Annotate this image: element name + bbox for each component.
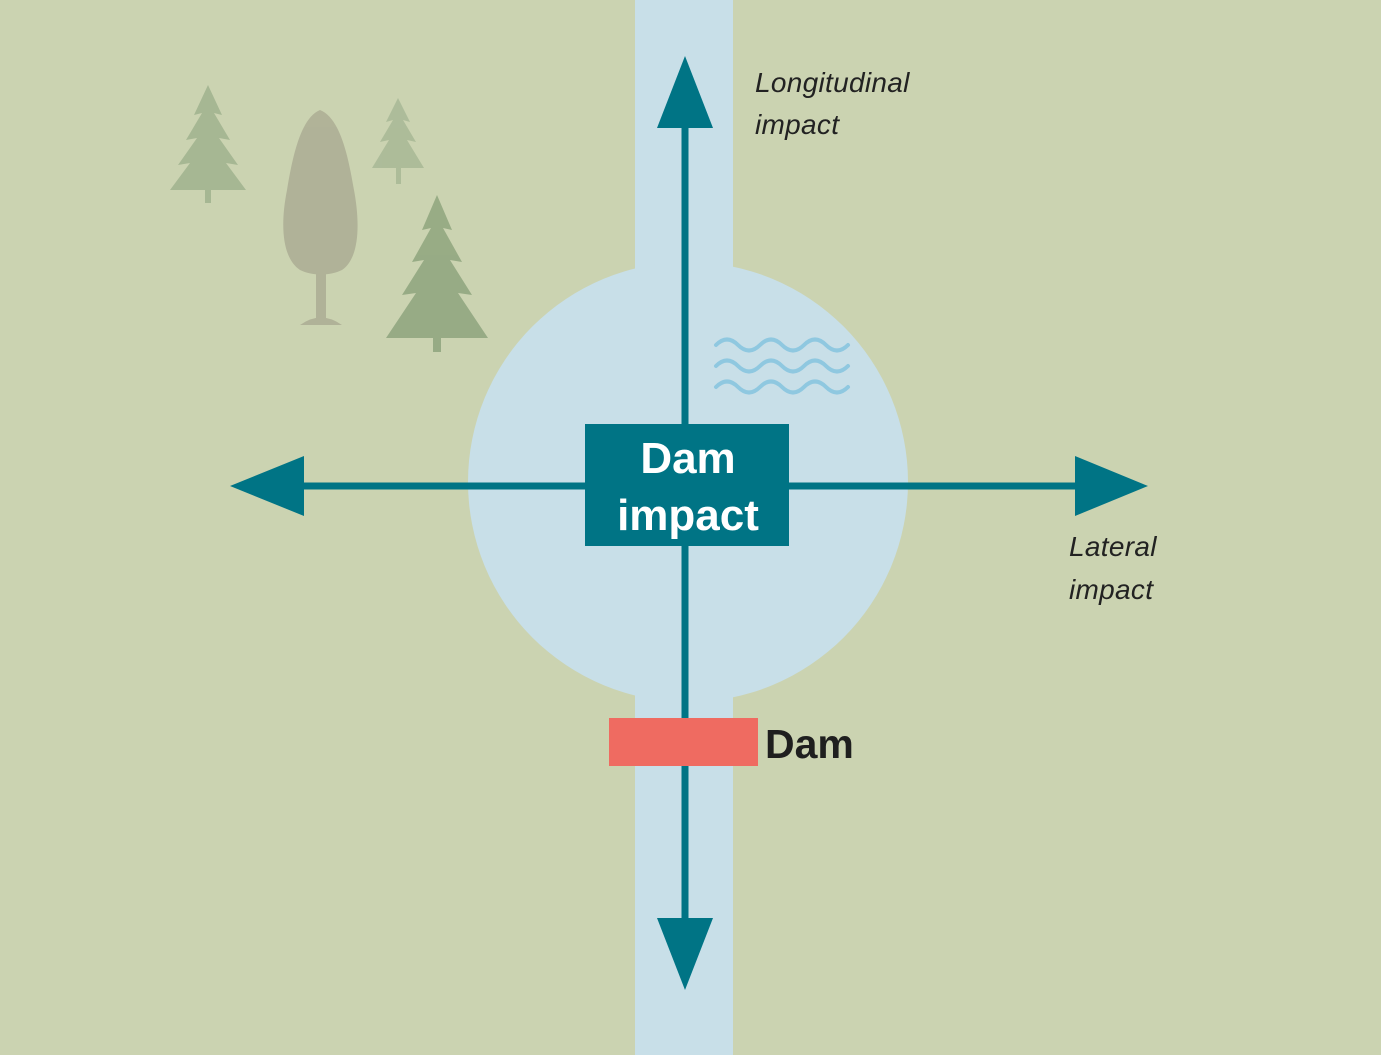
longitudinal-arrow-down — [657, 482, 713, 990]
dam-block — [609, 718, 758, 766]
longitudinal-arrow-up — [657, 56, 713, 482]
fir-tree-icon — [170, 85, 246, 203]
dam-impact-box-bg — [585, 424, 789, 546]
dam-label: Dam — [765, 721, 854, 767]
trees — [170, 85, 488, 352]
lateral-label-line1: Lateral — [1069, 531, 1157, 562]
dam-impact-label-line2: impact — [617, 491, 759, 540]
fir-tree-icon — [386, 195, 488, 352]
water-waves-icon — [714, 337, 850, 395]
lateral-label-line2: impact — [1069, 574, 1154, 605]
fir-tree-icon — [372, 98, 424, 184]
birch-tree-icon — [283, 110, 358, 325]
longitudinal-label-line2: impact — [755, 109, 840, 140]
longitudinal-label-line1: Longitudinal — [755, 67, 910, 98]
dam-impact-box: Dam impact — [585, 424, 789, 546]
dam-impact-label-line1: Dam — [640, 434, 735, 483]
